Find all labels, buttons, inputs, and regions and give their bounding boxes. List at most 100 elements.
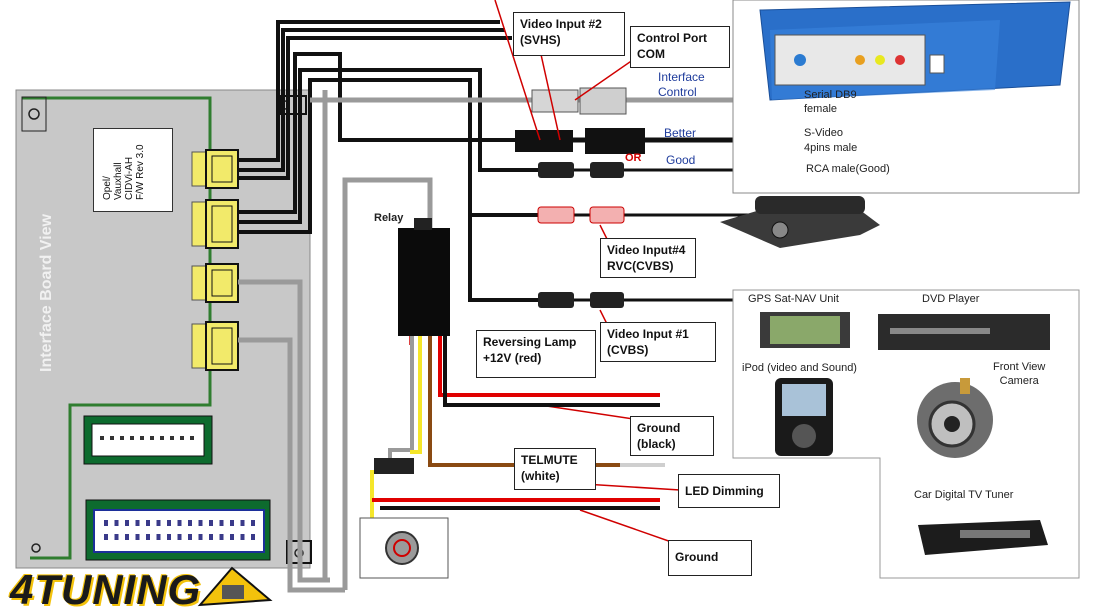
header-pin <box>125 534 129 540</box>
header-pin <box>160 436 164 440</box>
header-pin <box>251 534 255 540</box>
header-pin <box>198 534 203 540</box>
wire-harness-black <box>238 20 545 302</box>
callout-reversing-lamp: Reversing Lamp +12V (red) <box>476 330 596 378</box>
mount-hole-frame <box>21 96 47 132</box>
label-line: Serial DB9 <box>804 89 857 101</box>
header-pin <box>120 436 124 440</box>
header-pin <box>156 520 161 526</box>
callout-line: COM <box>637 47 665 61</box>
callout-telmute: TELMUTE (white) <box>514 448 596 490</box>
relay-label: Relay <box>374 212 404 224</box>
board-connector-4 <box>191 321 239 371</box>
header-pin <box>100 436 104 440</box>
callout-line: Reversing Lamp <box>483 335 577 349</box>
firmware-line: F/W Rev 3.0 <box>135 144 146 200</box>
relay-cap <box>414 218 432 230</box>
header-pin <box>251 520 255 526</box>
callout-line: Video Input#4 <box>607 243 686 257</box>
header-pin <box>240 534 245 540</box>
header-pin <box>135 534 140 540</box>
wire-harness-gray <box>238 90 540 593</box>
board-trace <box>22 96 212 560</box>
callout-line: (white) <box>521 469 560 483</box>
callout-line: LED Dimming <box>685 484 764 498</box>
gps-unit-photo <box>760 312 850 348</box>
firmware-line: Opel/ <box>102 176 113 200</box>
dvd-label: DVD Player <box>922 293 980 305</box>
header-pin <box>198 520 203 526</box>
header-pins <box>100 436 255 540</box>
tv-tuner-label: Car Digital TV Tuner <box>914 489 1014 501</box>
tv-tuner-photo <box>918 520 1048 555</box>
callout-ground-black: Ground (black) <box>630 416 714 456</box>
callout-line: +12V (red) <box>483 351 542 365</box>
front-camera-photo <box>917 378 993 458</box>
callout-line: Ground <box>675 550 719 564</box>
label-line: female <box>804 103 838 115</box>
callout-video-input-1: Video Input #1 (CVBS) <box>600 322 716 362</box>
firmware-label-box <box>93 128 173 212</box>
header-pin <box>170 436 174 440</box>
header-pin <box>230 534 234 540</box>
firmware-label: Opel/ Vauxhall CIDVi-AH F/W Rev 3.0 <box>102 144 146 200</box>
rvc-cable <box>537 206 760 224</box>
board-header-large <box>85 499 271 561</box>
header-pin <box>230 520 234 526</box>
callout-ground: Ground <box>668 540 752 576</box>
mount-hole <box>31 543 41 553</box>
header-pin <box>146 534 150 540</box>
header-pin <box>177 520 182 526</box>
header-pin <box>219 520 224 526</box>
header-pin <box>125 520 129 526</box>
callout-line: (SVHS) <box>520 33 561 47</box>
header-pin <box>110 436 114 440</box>
header-pin <box>167 520 171 526</box>
good-label: Good <box>666 153 696 167</box>
firmware-line: CIDVi-AH <box>124 156 135 200</box>
callout-line: Control Port <box>637 31 707 45</box>
header-pin <box>156 534 161 540</box>
interface-control-label: Interface Control <box>658 70 705 100</box>
brand-logo: 4TUNING <box>10 566 202 613</box>
dvd-player-photo <box>878 314 1050 350</box>
header-pin <box>130 436 134 440</box>
header-pin <box>167 534 171 540</box>
callout-line: Video Input #1 <box>607 327 689 341</box>
header-pin <box>104 520 108 526</box>
header-pin <box>209 520 213 526</box>
header-pin <box>146 520 150 526</box>
header-pin <box>219 534 224 540</box>
label-line: 4pins male <box>804 142 858 154</box>
gps-label: GPS Sat-NAV Unit <box>748 293 839 305</box>
cvbs-cable <box>538 292 740 308</box>
firmware-line: Vauxhall <box>113 162 124 200</box>
label-line: Front View <box>993 361 1046 373</box>
front-camera-label: Front View Camera <box>993 360 1045 388</box>
header-pin <box>140 436 144 440</box>
header-pin <box>188 520 192 526</box>
ipod-photo <box>775 378 833 456</box>
mount-hole <box>28 108 40 120</box>
callout-line: Video Input #2 <box>520 17 602 31</box>
label-line: S-Video <box>804 127 843 139</box>
callout-control-port: Control Port COM <box>630 26 730 68</box>
callout-video-input-2: Video Input #2 (SVHS) <box>513 12 625 56</box>
header-pin <box>135 520 140 526</box>
relay-box <box>398 228 450 336</box>
inline-fuse <box>374 458 414 474</box>
callout-line: Ground <box>637 421 681 435</box>
video-device-photo <box>759 1 1071 101</box>
header-pin <box>188 534 192 540</box>
header-pin <box>180 436 184 440</box>
board-connector-2 <box>191 199 239 249</box>
board-connector-1 <box>191 149 239 189</box>
header-pin <box>177 534 182 540</box>
ipod-label: iPod (video and Sound) <box>742 362 857 374</box>
rca-label: RCA male(Good) <box>806 163 890 175</box>
svideo-label: S-Video 4pins male <box>804 126 857 156</box>
callout-line: TELMUTE <box>521 453 578 467</box>
callout-line: (black) <box>637 437 676 451</box>
board-connector-3 <box>191 263 239 303</box>
